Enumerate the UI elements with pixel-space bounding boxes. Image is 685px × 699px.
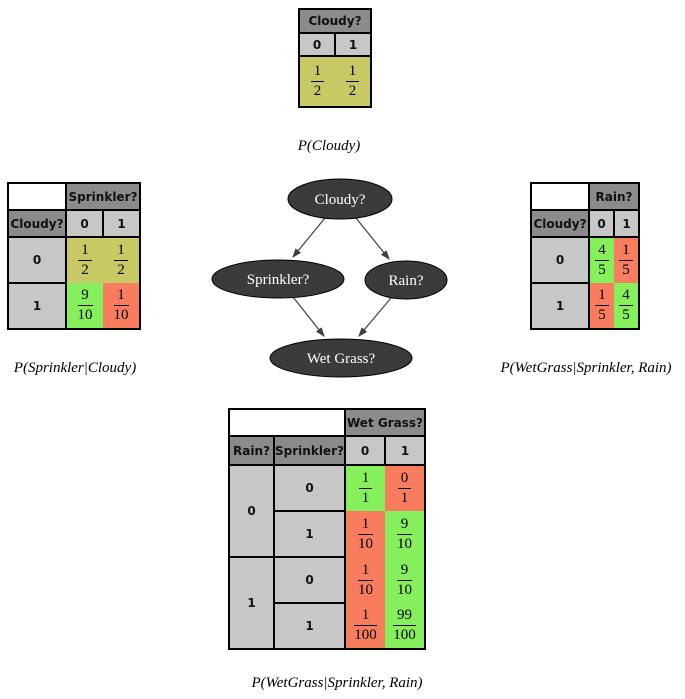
rain-table-title: Rain?: [588, 182, 640, 211]
cloudy-node-ellipse: [287, 178, 393, 220]
row-label-sprinkler: 0: [273, 556, 346, 604]
row-label: 1: [7, 282, 67, 330]
rain-node-label: Rain?: [389, 273, 424, 289]
row-label: 1: [530, 282, 590, 330]
node-cloudy: Cloudy?: [287, 178, 393, 220]
col-header-1: 1: [102, 209, 141, 238]
edge-cloudy-sprinkler: [292, 217, 326, 258]
group-label-rain-1: 1: [228, 556, 275, 650]
row-label: 0: [530, 236, 590, 284]
bayes-net-graph: Cloudy? Sprinkler? Rain? Wet Grass?: [211, 178, 448, 378]
cloudy-caption: P(Cloudy): [297, 138, 361, 154]
edge-sprinkler-wetgrass: [292, 296, 325, 337]
blank-cell: [530, 182, 590, 211]
node-rain: Rain?: [364, 260, 448, 300]
col-header-1: 1: [334, 32, 372, 57]
blank-cell: [228, 408, 346, 437]
row-label: 0: [7, 236, 67, 284]
col-header-0: 0: [588, 209, 615, 238]
row-label-sprinkler: 0: [273, 464, 346, 512]
row-header-rain: Rain?: [228, 435, 275, 466]
node-sprinkler: Sprinkler?: [211, 259, 345, 299]
rain-caption: P(WetGrass|Sprinkler, Rain): [500, 360, 672, 376]
wetgrass-node-label: Wet Grass?: [307, 351, 376, 367]
group-label-rain-0: 0: [228, 464, 275, 558]
node-wetgrass: Wet Grass?: [269, 338, 413, 378]
col-header-0: 0: [65, 209, 104, 238]
row-header-cloudy: Cloudy?: [7, 209, 67, 238]
cloudy-table-title: Cloudy?: [298, 8, 372, 34]
wetgrass-table-title: Wet Grass?: [344, 408, 426, 437]
edge-cloudy-rain: [355, 217, 390, 260]
col-header-1: 1: [613, 209, 640, 238]
sprinkler-caption: P(Sprinkler|Cloudy): [13, 360, 137, 376]
row-header-sprinkler: Sprinkler?: [273, 435, 346, 466]
edge-rain-wetgrass: [358, 297, 392, 337]
row-header-cloudy: Cloudy?: [530, 209, 590, 238]
cloudy-node-label: Cloudy?: [315, 192, 366, 208]
col-header-0: 0: [344, 435, 386, 466]
wetgrass-caption: P(WetGrass|Sprinkler, Rain): [251, 675, 423, 691]
col-header-1: 1: [384, 435, 426, 466]
sprinkler-table-title: Sprinkler?: [65, 182, 141, 211]
rain-node-ellipse: [364, 260, 448, 300]
row-label-sprinkler: 1: [273, 510, 346, 558]
sprinkler-node-label: Sprinkler?: [247, 272, 310, 288]
blank-cell: [7, 182, 67, 211]
sprinkler-node-ellipse: [211, 259, 345, 299]
wetgrass-node-ellipse: [269, 338, 413, 378]
col-header-0: 0: [298, 32, 336, 57]
row-label-sprinkler: 1: [273, 602, 346, 650]
